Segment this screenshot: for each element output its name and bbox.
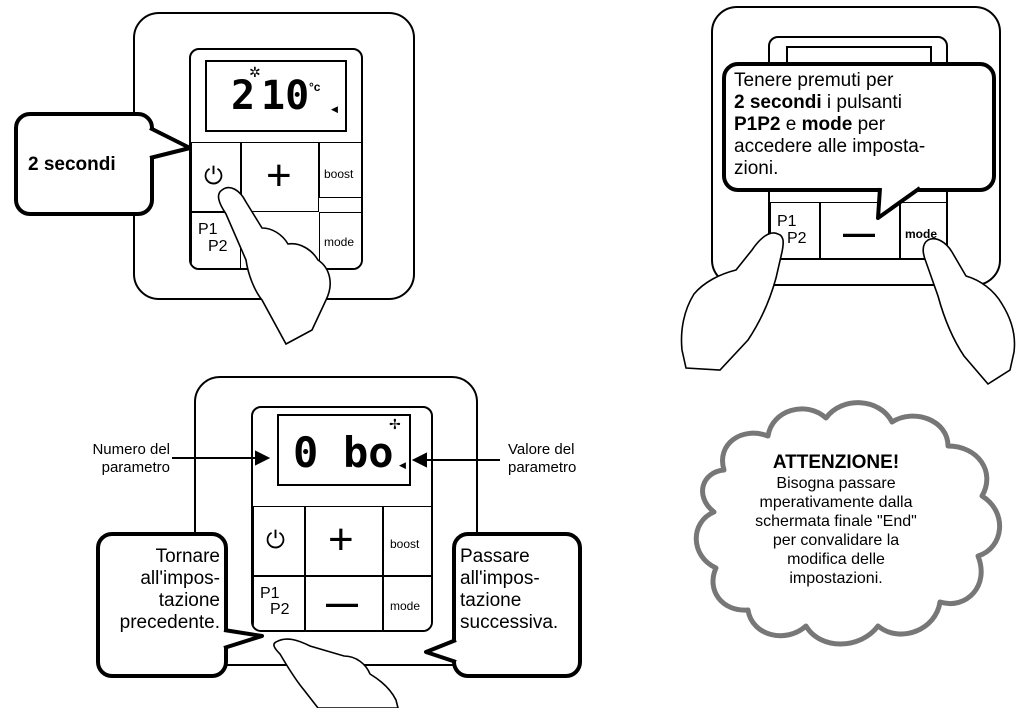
lcd-display-3: ✢ 0 bo ◀ — [277, 414, 411, 486]
cloud-shape — [693, 400, 1002, 647]
p2-label: P2 — [270, 601, 290, 618]
speaker-icon: ◀ — [399, 460, 406, 470]
attenzione-line-1: Bisogna passare — [776, 475, 896, 492]
boost-button[interactable]: boost — [319, 142, 361, 198]
callout-tail-2 — [876, 186, 922, 220]
callout-line-3-bold: P1P2 — [734, 114, 781, 135]
callout-line-3-mid: e — [780, 114, 802, 135]
p1-label: P1 — [777, 213, 797, 230]
callout-tornare-line-2: all'impos- — [140, 568, 220, 589]
minus-button[interactable]: — — [820, 202, 900, 258]
mode-button[interactable]: mode — [383, 576, 431, 630]
callout-passare-line-4: successiva. — [460, 612, 559, 633]
power-icon: ⏻ — [204, 163, 223, 190]
attenzione-text: ATTENZIONE! Bisogna passare mperativamen… — [716, 452, 956, 588]
sun-icon: ✲ — [249, 64, 261, 80]
callout-tail-3 — [223, 628, 264, 650]
arrow-right — [411, 452, 500, 468]
label-left-line-1: Numero del — [92, 441, 170, 458]
attenzione-line-5: modifica delle — [787, 551, 885, 568]
attenzione-line-2: mperativamente dalla — [759, 494, 913, 511]
callout-line-5: zioni. — [734, 158, 779, 179]
callout-tornare-line-4: precedente. — [119, 612, 220, 633]
callout-line-2: 2 secondi i pulsanti — [734, 92, 996, 114]
pointing-hand-icon — [273, 638, 399, 708]
thermostat-unit-3: ✢ 0 bo ◀ ⏻ + boost P1 P2 — mode — [251, 406, 433, 632]
mode-label: mode — [905, 227, 938, 241]
lcd-display-1: 2 ✲ 10 °c ◀ — [205, 60, 347, 132]
plus-button[interactable]: + — [241, 142, 319, 212]
callout-2-secondi: 2 secondi — [14, 112, 154, 216]
pointing-hand-icon — [922, 237, 1016, 386]
pointing-hand-icon — [680, 232, 784, 371]
label-numero-parametro: Numero del parametro — [52, 441, 170, 477]
display-param-number: 0 — [293, 428, 319, 477]
plus-button[interactable]: + — [305, 506, 383, 576]
display-param-value: bo — [343, 428, 394, 477]
plus-label: + — [266, 151, 292, 200]
callout-line-3-rest: per — [852, 114, 886, 135]
mode-button[interactable]: mode — [319, 212, 361, 268]
callout-tornare-line-1: Tornare — [155, 546, 220, 567]
p1-label: P1 — [198, 221, 218, 238]
display-temperature: 10 — [261, 73, 310, 119]
callout-line-2-rest: i pulsanti — [821, 92, 902, 113]
attenzione-title: ATTENZIONE! — [772, 452, 900, 473]
p2-label: P2 — [208, 238, 228, 255]
callout-passare: Passare all'impos- tazione successiva. — [452, 532, 582, 678]
callout-passare-text: Passare all'impos- tazione successiva. — [460, 546, 558, 634]
power-button[interactable]: ⏻ — [253, 506, 305, 576]
attenzione-line-6: impostazioni. — [789, 570, 883, 587]
p1-label: P1 — [260, 585, 280, 602]
callout-tornare-text: Tornare all'impos- tazione precedente. — [120, 546, 220, 634]
arrow-left — [172, 450, 271, 466]
pointing-hand-icon — [217, 186, 331, 346]
label-valore-parametro: Valore del parametro — [508, 441, 618, 477]
callout-passare-line-1: Passare — [460, 546, 530, 567]
minus-label: — — [843, 215, 875, 251]
label-right-line-2: parametro — [508, 459, 577, 476]
callout-line-3-bold2: mode — [801, 114, 853, 135]
boost-button[interactable]: boost — [383, 506, 431, 576]
callout-tail-1 — [149, 126, 192, 160]
callout-passare-line-2: all'impos- — [460, 568, 540, 589]
callout-line-4: accedere alle imposta- — [734, 136, 926, 157]
p1p2-button[interactable]: P1 P2 — [253, 576, 305, 630]
callout-tenere-text: Tenere premuti per 2 secondi i pulsanti … — [734, 70, 996, 180]
attenzione-line-3: schermata finale "End" — [755, 513, 917, 530]
display-unit: °c — [309, 80, 321, 94]
callout-tail-4 — [424, 638, 457, 664]
plus-label: + — [328, 515, 354, 564]
fan-icon: ✢ — [389, 416, 401, 432]
minus-label: — — [326, 585, 358, 621]
callout-line-1: Tenere premuti per — [734, 70, 894, 91]
minus-button[interactable]: — — [305, 576, 383, 630]
callout-line-3: P1P2 e mode per — [734, 114, 996, 136]
label-left-line-2: parametro — [101, 459, 170, 476]
callout-tornare: Tornare all'impos- tazione precedente. — [96, 532, 228, 678]
callout-line-2-bold: 2 secondi — [734, 92, 822, 113]
p2-label: P2 — [787, 230, 807, 247]
mode-label: mode — [324, 235, 355, 249]
display-digit-main: 2 — [231, 73, 256, 119]
callout-2-secondi-text: 2 secondi — [28, 154, 116, 175]
power-icon: ⏻ — [266, 527, 285, 554]
label-right-line-1: Valore del — [508, 441, 575, 458]
callout-tornare-line-3: tazione — [158, 590, 220, 611]
boost-label: boost — [390, 537, 420, 551]
mode-label: mode — [390, 599, 421, 613]
boost-label: boost — [324, 167, 354, 181]
callout-passare-line-3: tazione — [460, 590, 522, 611]
attenzione-line-4: per convalidare la — [772, 532, 900, 549]
callout-tenere-premuti: Tenere premuti per 2 secondi i pulsanti … — [722, 62, 996, 192]
speaker-icon: ◀ — [331, 104, 338, 114]
